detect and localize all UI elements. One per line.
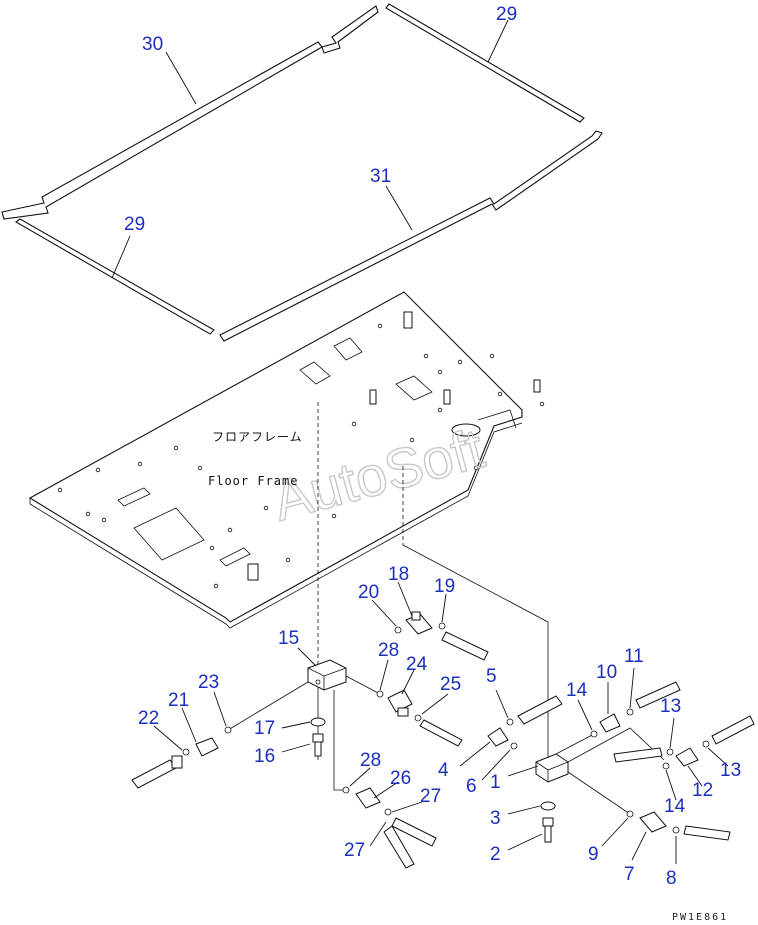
part-label-9: 9 bbox=[588, 844, 599, 865]
part-label-23: 23 bbox=[198, 672, 219, 693]
fitting-26 bbox=[355, 787, 381, 809]
hose-19 bbox=[441, 631, 489, 661]
part-label-20: 20 bbox=[358, 582, 379, 603]
part-label-5: 5 bbox=[486, 666, 497, 687]
hose-13-left bbox=[613, 747, 663, 763]
part-label-7: 7 bbox=[624, 864, 635, 885]
part-label-14-lower: 14 bbox=[664, 796, 686, 817]
bolt-16 bbox=[312, 733, 324, 757]
part-label-3: 3 bbox=[490, 808, 501, 829]
seal-strip-29-lower bbox=[15, 218, 215, 335]
part-label-16: 16 bbox=[254, 746, 275, 767]
part-label-8: 8 bbox=[666, 868, 677, 889]
hose-27 bbox=[383, 817, 437, 869]
part-label-6: 6 bbox=[466, 776, 477, 797]
part-label-21: 21 bbox=[168, 690, 189, 711]
part-label-11: 11 bbox=[624, 646, 644, 667]
part-label-27-lower: 27 bbox=[344, 840, 365, 861]
hose-25 bbox=[419, 719, 463, 747]
fitting-7 bbox=[639, 811, 667, 833]
part-label-10: 10 bbox=[596, 662, 617, 683]
part-label-19: 19 bbox=[434, 576, 455, 597]
part-label-13-upper: 13 bbox=[660, 696, 681, 717]
part-label-31: 31 bbox=[370, 166, 391, 187]
fitting-4 bbox=[487, 727, 509, 747]
washer-17 bbox=[310, 717, 326, 727]
seal-frame-31 bbox=[219, 130, 603, 342]
part-label-27-upper: 27 bbox=[420, 786, 441, 807]
part-label-1: 1 bbox=[490, 772, 501, 793]
part-label-30: 30 bbox=[142, 34, 163, 55]
hose-11 bbox=[635, 681, 681, 709]
part-label-26: 26 bbox=[390, 768, 411, 789]
fitting-21 bbox=[195, 737, 219, 757]
hose-22 bbox=[131, 755, 183, 789]
part-label-29-upper: 29 bbox=[496, 4, 517, 25]
fitting-10 bbox=[599, 713, 621, 733]
part-label-25: 25 bbox=[440, 674, 461, 695]
hose-13-right bbox=[711, 715, 755, 745]
floor-frame-plate bbox=[28, 291, 545, 629]
seal-strip-29-upper bbox=[385, 3, 585, 123]
part-label-14-upper: 14 bbox=[566, 680, 588, 701]
fitting-18 bbox=[405, 611, 433, 635]
fitting-24 bbox=[387, 689, 413, 717]
leader-lines bbox=[111, 19, 729, 864]
hose-8 bbox=[683, 825, 731, 841]
bolt-2 bbox=[542, 817, 554, 843]
connector-block-1 bbox=[535, 753, 569, 783]
part-label-22: 22 bbox=[138, 708, 159, 729]
part-label-29-lower: 29 bbox=[124, 214, 145, 235]
washer-3 bbox=[540, 801, 556, 811]
part-label-12: 12 bbox=[692, 780, 713, 801]
connector-block-15 bbox=[307, 659, 347, 691]
fitting-12 bbox=[675, 747, 699, 767]
part-label-4: 4 bbox=[438, 760, 449, 781]
part-label-18: 18 bbox=[388, 564, 409, 585]
part-label-2: 2 bbox=[490, 844, 501, 865]
frame-label-english: Floor Frame bbox=[208, 474, 298, 488]
hose-5 bbox=[517, 695, 563, 725]
drawing-code: PW1E861 bbox=[672, 912, 728, 923]
part-label-24: 24 bbox=[406, 654, 428, 675]
part-label-28-lower: 28 bbox=[360, 750, 381, 771]
frame-label-japanese: フロアフレーム bbox=[212, 430, 303, 444]
part-label-15: 15 bbox=[278, 628, 299, 649]
part-label-13-right: 13 bbox=[720, 760, 741, 781]
seal-frame-30 bbox=[1, 5, 379, 220]
part-label-28-upper: 28 bbox=[378, 640, 399, 661]
part-label-17: 17 bbox=[254, 718, 275, 739]
